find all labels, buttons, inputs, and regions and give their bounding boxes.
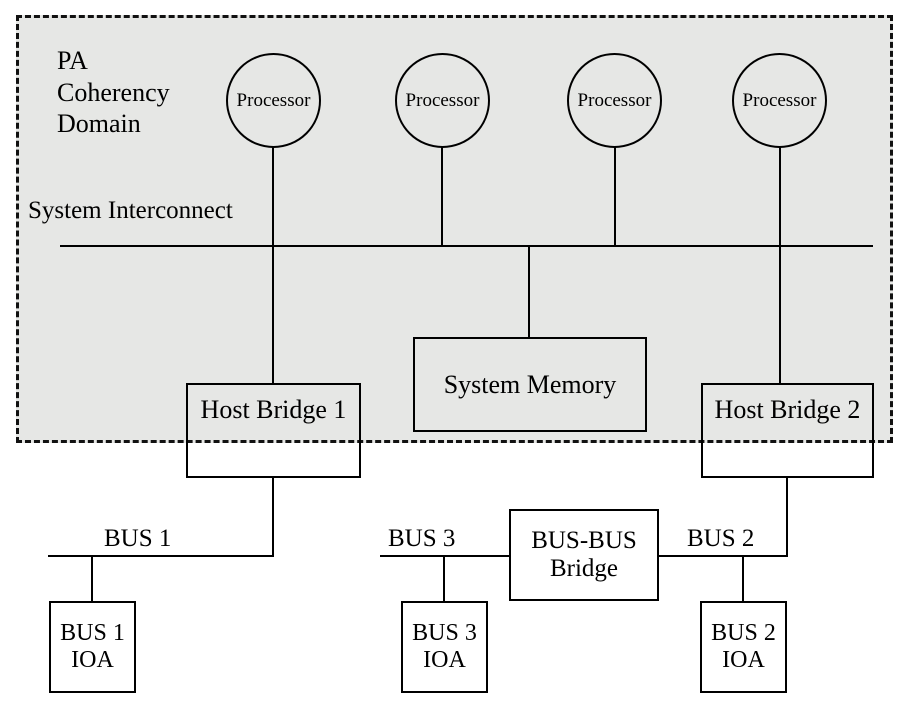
processor-2-link [441, 146, 443, 247]
processor-4-link [779, 146, 781, 384]
host-bridge-2-box: Host Bridge 2 [701, 383, 874, 478]
bus-3-label: BUS 3 [388, 525, 456, 552]
bus-2-label: BUS 2 [687, 525, 755, 552]
host-bridge-2-label: Host Bridge 2 [714, 395, 861, 424]
bus-1-line [48, 555, 274, 557]
bus-1-ioa-label-line2: IOA [71, 647, 114, 673]
bus-1-ioa-link [91, 555, 93, 602]
bus-2-ioa-label-line1: BUS 2 [711, 620, 776, 647]
host-bridge-2-lower-fill [703, 446, 872, 476]
host-bridge-1-left-border [186, 440, 188, 478]
bus-3-ioa-box: BUS 3 IOA [401, 601, 488, 693]
host-bridge-1-right-border [359, 440, 361, 478]
processor-2-label: Processor [405, 89, 480, 111]
bus-bus-bridge-label-line2: Bridge [549, 555, 619, 582]
system-interconnect-bus-line [60, 245, 873, 247]
bus-2-ioa-label-line2: IOA [722, 647, 765, 673]
bus-3-ioa-link [443, 555, 445, 602]
bus-2-ioa-link [742, 555, 744, 602]
system-memory-label: System Memory [443, 369, 617, 399]
system-memory-link [528, 245, 530, 338]
processor-1: Processor [226, 53, 321, 148]
host-bridge-1-lower-fill [188, 446, 359, 476]
host-bridge-2-to-bus2-link [786, 477, 788, 556]
processor-4: Processor [732, 53, 827, 148]
processor-3-label: Processor [577, 89, 652, 111]
bus-3-line [380, 555, 510, 557]
bus-bus-bridge-box: BUS-BUS Bridge [509, 509, 659, 601]
bus-3-ioa-label-line1: BUS 3 [412, 620, 477, 647]
pa-coherency-domain-label: PA Coherency Domain [57, 46, 170, 139]
host-bridge-1-label: Host Bridge 1 [200, 395, 347, 424]
processor-2: Processor [395, 53, 490, 148]
host-bridge-1-to-bus1-link [272, 477, 274, 556]
bus-3-ioa-label-line2: IOA [423, 647, 466, 673]
bus-1-label: BUS 1 [104, 525, 172, 552]
bus-1-ioa-label-line1: BUS 1 [60, 620, 125, 647]
system-memory-box: System Memory [413, 337, 647, 432]
bus-2-line [658, 555, 788, 557]
processor-4-label: Processor [742, 89, 817, 111]
processor-1-link [272, 146, 274, 384]
bus-bus-bridge-label-line1: BUS-BUS [531, 527, 637, 554]
processor-3: Processor [567, 53, 662, 148]
bus-2-ioa-box: BUS 2 IOA [700, 601, 787, 693]
processor-3-link [614, 146, 616, 247]
bus-1-ioa-box: BUS 1 IOA [49, 601, 136, 693]
host-bridge-2-right-border [872, 440, 874, 478]
system-interconnect-label: System Interconnect [28, 197, 233, 224]
host-bridge-2-left-border [701, 440, 703, 478]
processor-1-label: Processor [236, 89, 311, 111]
